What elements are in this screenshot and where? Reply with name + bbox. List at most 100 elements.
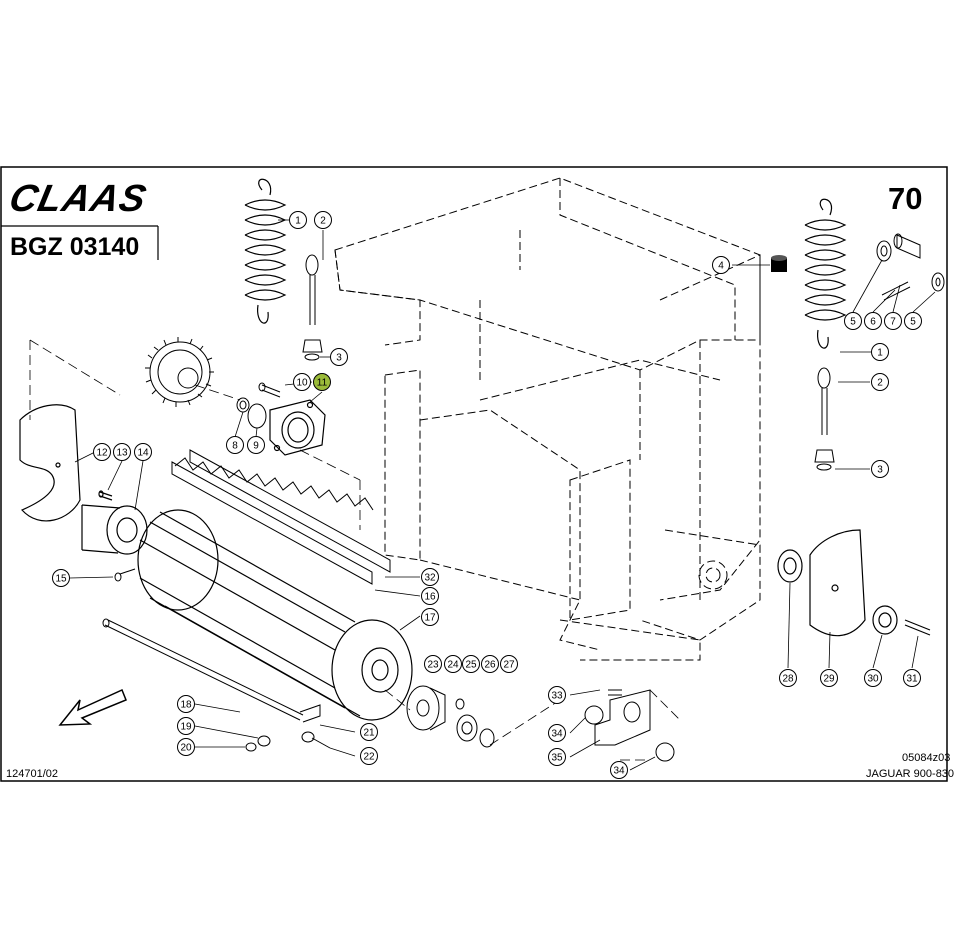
- callout-circle: [500, 655, 518, 673]
- callout-label: 5: [910, 317, 916, 328]
- callout-label: 2: [877, 378, 883, 389]
- callout-label: 1: [877, 348, 883, 359]
- main-frame-outline: [334, 177, 761, 661]
- direction-arrow-icon: [58, 688, 127, 726]
- callout-label: 2: [320, 216, 326, 227]
- callout-circle: [52, 569, 70, 587]
- callout-label: 29: [823, 674, 835, 685]
- callout-circle: [548, 686, 566, 704]
- callout-circle: [871, 373, 889, 391]
- callout-label: 13: [116, 448, 128, 459]
- callout-label: 7: [890, 317, 896, 328]
- section-code: BGZ 03140: [10, 233, 140, 261]
- pin-and-washers: [876, 233, 945, 301]
- callout-circle: [177, 695, 195, 713]
- leader-lines: [29, 339, 681, 761]
- callout-circle: [421, 608, 439, 626]
- callout-leaders: [69, 219, 936, 771]
- bolt-15: [114, 568, 136, 582]
- callout-label: 20: [180, 743, 192, 754]
- callout-label: 35: [551, 753, 563, 764]
- callout-circle: [884, 312, 902, 330]
- bolt-and-rings: [236, 382, 281, 429]
- bearing-housing: [269, 399, 326, 456]
- callout-label: 14: [137, 448, 149, 459]
- callout-label: 15: [55, 574, 67, 585]
- callout-circle: [360, 747, 378, 765]
- spring-right: [804, 198, 847, 349]
- callout-circle: [313, 373, 331, 391]
- support-bracket: [584, 689, 675, 762]
- callout-circle: [424, 655, 442, 673]
- callout-label: 30: [867, 674, 879, 685]
- comb-strips: [171, 449, 391, 585]
- callout-circle: [177, 717, 195, 735]
- callout-circle: [289, 211, 307, 229]
- callout-circle: [864, 312, 882, 330]
- callout-circle: [548, 724, 566, 742]
- callout-circle: [226, 436, 244, 454]
- callout-label: 6: [870, 317, 876, 328]
- callout-label: 32: [424, 573, 436, 584]
- callout-label: 18: [180, 700, 192, 711]
- callout-circle: [481, 655, 499, 673]
- right-side-parts: [777, 529, 931, 637]
- callout-label: 22: [363, 752, 375, 763]
- callout-circle: [360, 723, 378, 741]
- callout-label: 31: [906, 674, 918, 685]
- flange-hub: [81, 490, 148, 555]
- callout-label: 9: [253, 441, 259, 452]
- spring-left: [244, 178, 287, 324]
- callout-label: 3: [877, 465, 883, 476]
- callout-label: 33: [551, 691, 563, 702]
- rubber-buffer: [771, 255, 787, 272]
- callout-label: 24: [447, 660, 459, 671]
- feed-drum: [137, 509, 413, 721]
- callout-circle: [93, 443, 111, 461]
- callout-label: 17: [424, 613, 436, 624]
- callout-label: 4: [718, 261, 724, 272]
- callout-circle: [712, 256, 730, 274]
- callout-label: 34: [613, 766, 625, 777]
- callout-label: 27: [503, 660, 515, 671]
- document-id: 124701/02: [6, 768, 58, 780]
- callout-label: 1: [295, 216, 301, 227]
- callout-label: 34: [551, 729, 563, 740]
- callout-circle: [820, 669, 838, 687]
- diagram-border: [0, 166, 948, 782]
- callout-circle: [293, 373, 311, 391]
- page-number: 70: [888, 181, 923, 216]
- callout-label: 12: [96, 448, 108, 459]
- callout-circle: [444, 655, 462, 673]
- callout-circle: [134, 443, 152, 461]
- eye-bolt-left: [302, 254, 323, 361]
- callout-label: 11: [317, 378, 328, 389]
- callout-label: 16: [424, 592, 436, 603]
- callout-label: 19: [180, 722, 192, 733]
- callout-label: 10: [296, 378, 308, 389]
- callout-circle: [610, 761, 628, 779]
- hub-bearing-set: [406, 685, 495, 748]
- gear-wheel: [145, 337, 214, 407]
- callout-circle: [247, 436, 265, 454]
- eye-bolt-right: [814, 367, 835, 471]
- callout-circle: [314, 211, 332, 229]
- callout-circle: [421, 587, 439, 605]
- callout-label: 26: [484, 660, 496, 671]
- callout-label: 23: [427, 660, 439, 671]
- callout-label: 8: [232, 441, 238, 452]
- callout-label: 5: [850, 317, 856, 328]
- callout-circle: [904, 312, 922, 330]
- callout-circle: [871, 460, 889, 478]
- callout-circle: [903, 669, 921, 687]
- callout-circle: [871, 343, 889, 361]
- callout-label: 28: [782, 674, 794, 685]
- callout-circle: [113, 443, 131, 461]
- cover-plate-left: [19, 404, 81, 522]
- drawing-id: 05084z03: [902, 752, 951, 764]
- callout-label: 21: [363, 728, 375, 739]
- model-label: JAGUAR 900-830: [866, 768, 954, 780]
